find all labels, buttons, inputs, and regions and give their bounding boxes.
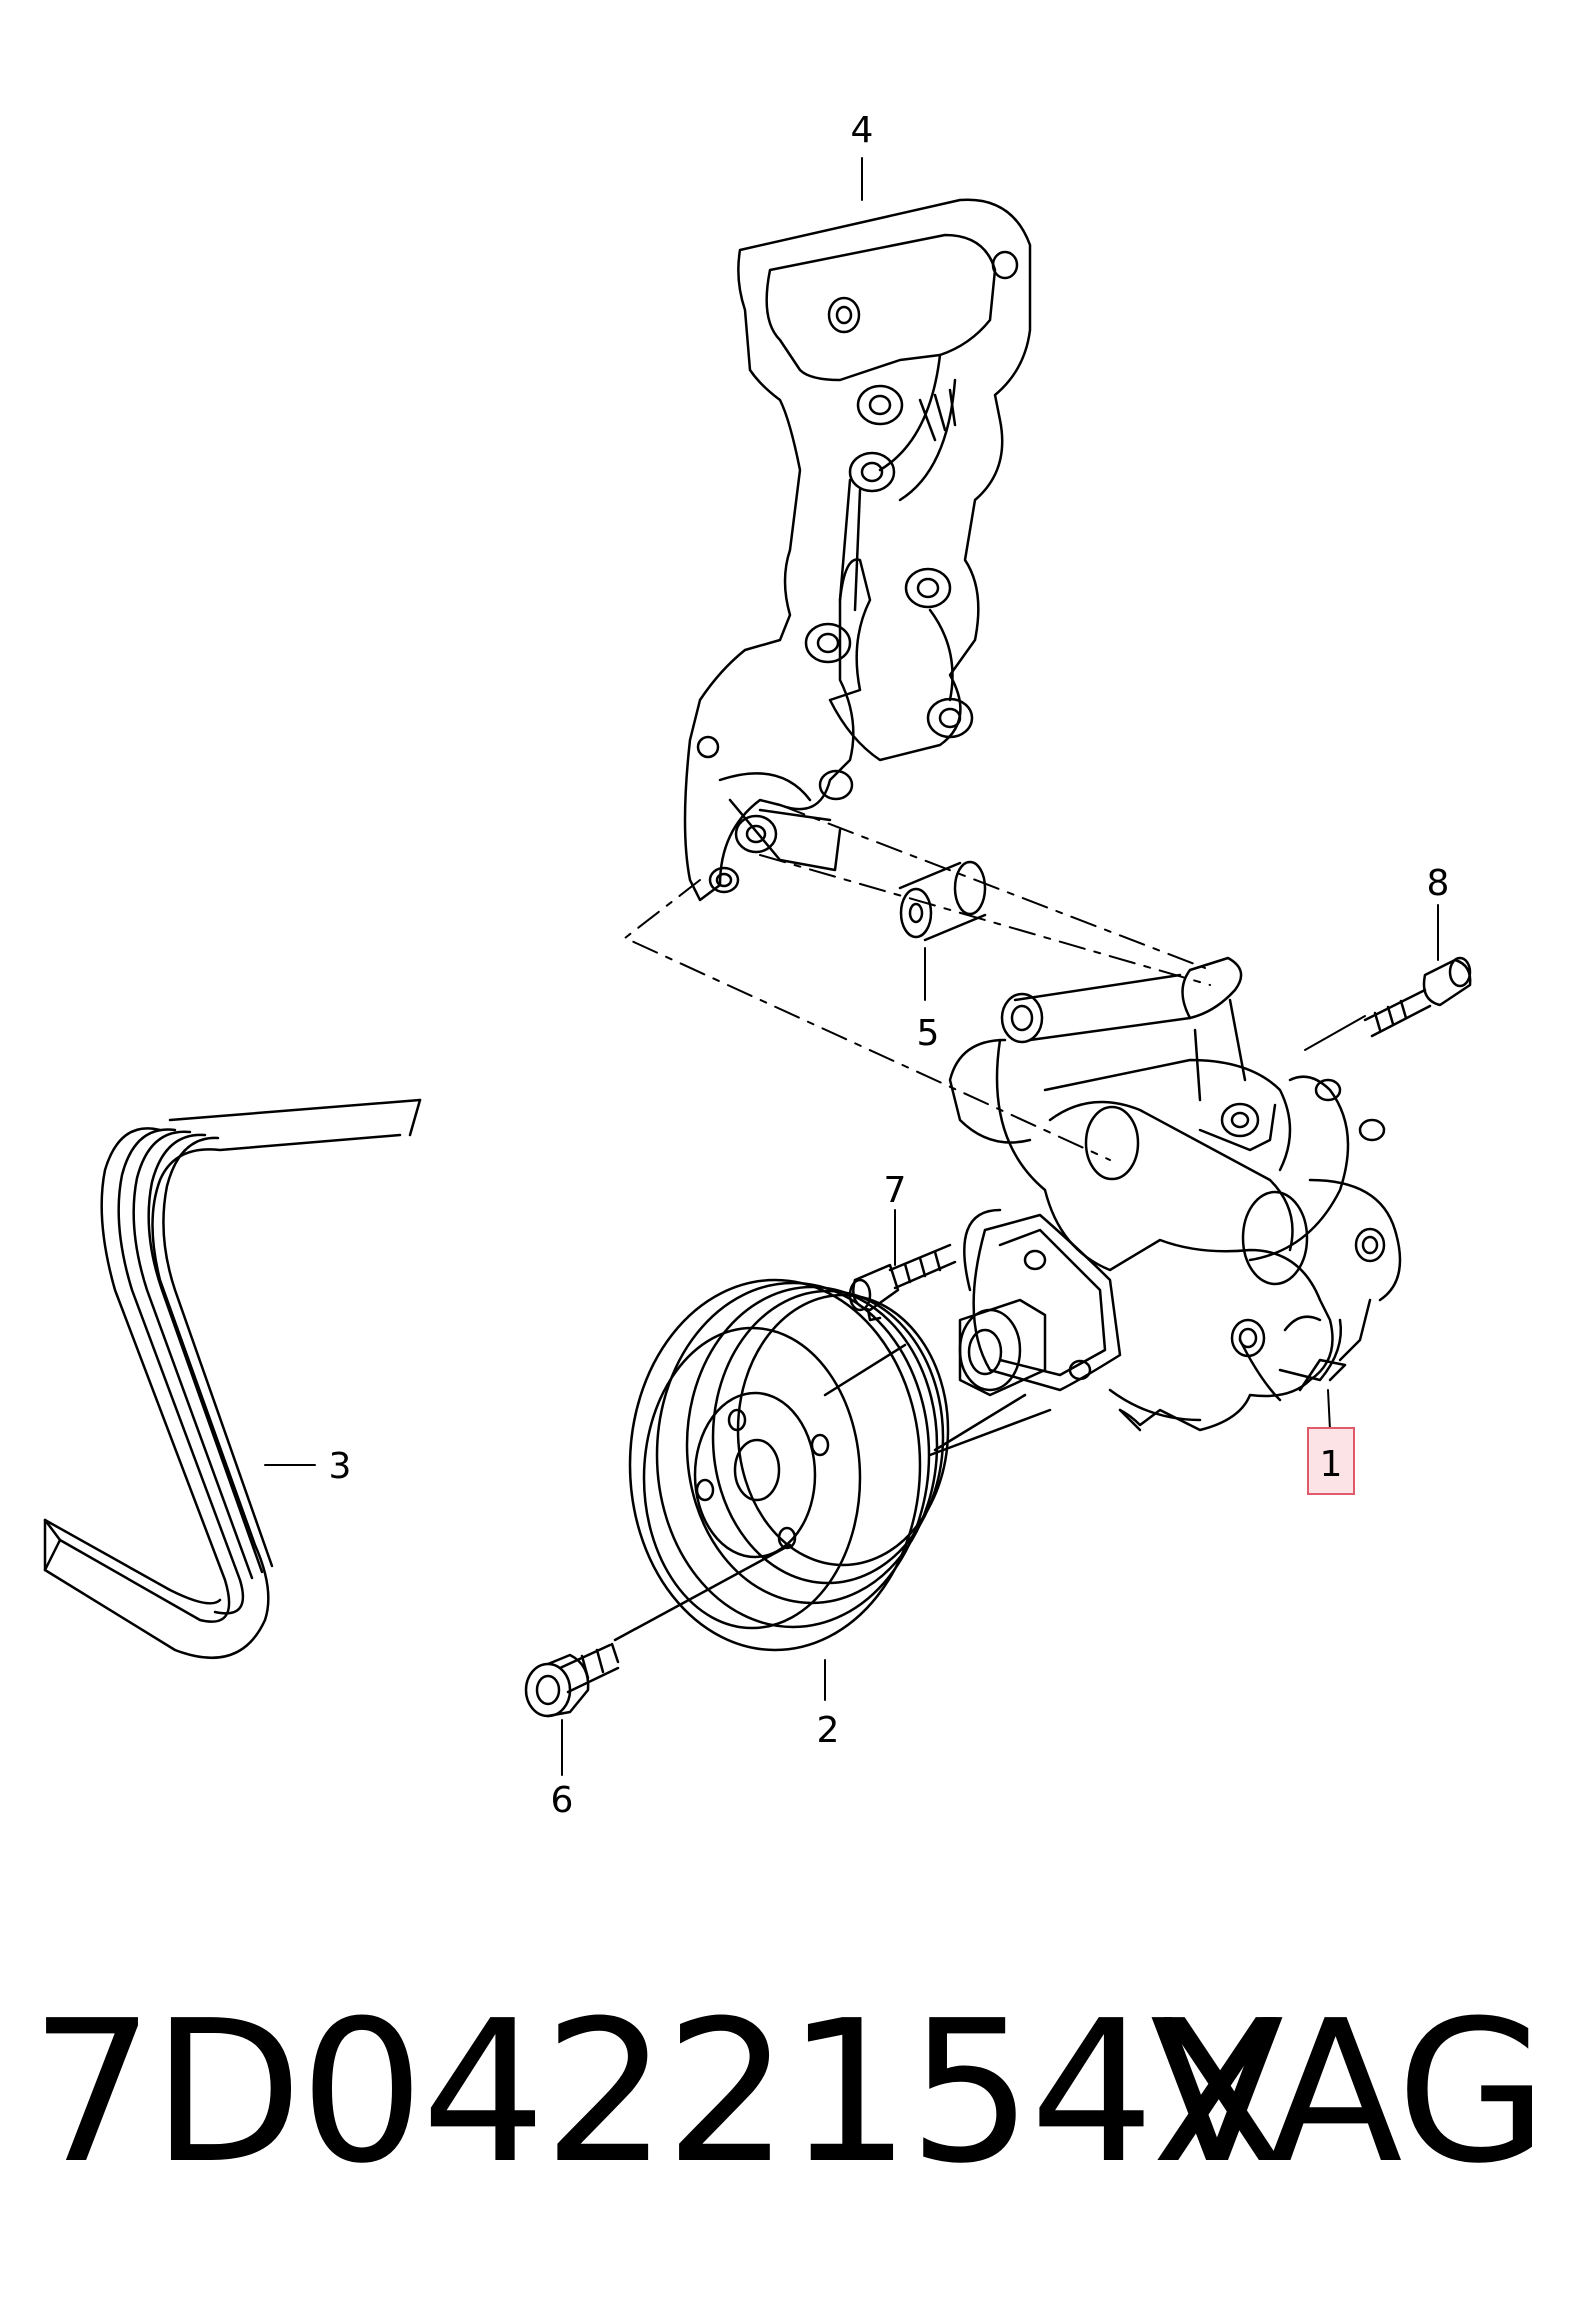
brand-name: VAG <box>1150 1979 1548 2207</box>
part-number: 7D0422154X <box>30 1979 1286 2207</box>
part-number-caption: 7D0422154X VAG <box>30 1995 1550 2235</box>
ribbed-belt <box>43 1098 422 1659</box>
callout-7[interactable]: 7 <box>884 1170 907 1211</box>
exploded-parts-diagram: 1 2 3 4 5 6 7 8 <box>43 110 1472 1821</box>
bolt-8 <box>1363 956 1472 1038</box>
bolt-6 <box>524 1642 620 1718</box>
power-steering-pump <box>948 956 1402 1432</box>
callout-5[interactable]: 5 <box>917 1013 940 1054</box>
pulley <box>613 1278 1052 1652</box>
callout-4[interactable]: 4 <box>851 110 874 151</box>
highlight-box-1 <box>1307 1427 1355 1495</box>
callout-1[interactable]: 1 <box>1320 1444 1343 1485</box>
leader-lines <box>264 157 1439 1776</box>
callout-8[interactable]: 8 <box>1427 863 1450 904</box>
callout-2[interactable]: 2 <box>817 1710 840 1751</box>
bracket-part <box>683 198 1032 942</box>
callout-6[interactable]: 6 <box>551 1780 574 1821</box>
callout-3[interactable]: 3 <box>329 1446 352 1487</box>
